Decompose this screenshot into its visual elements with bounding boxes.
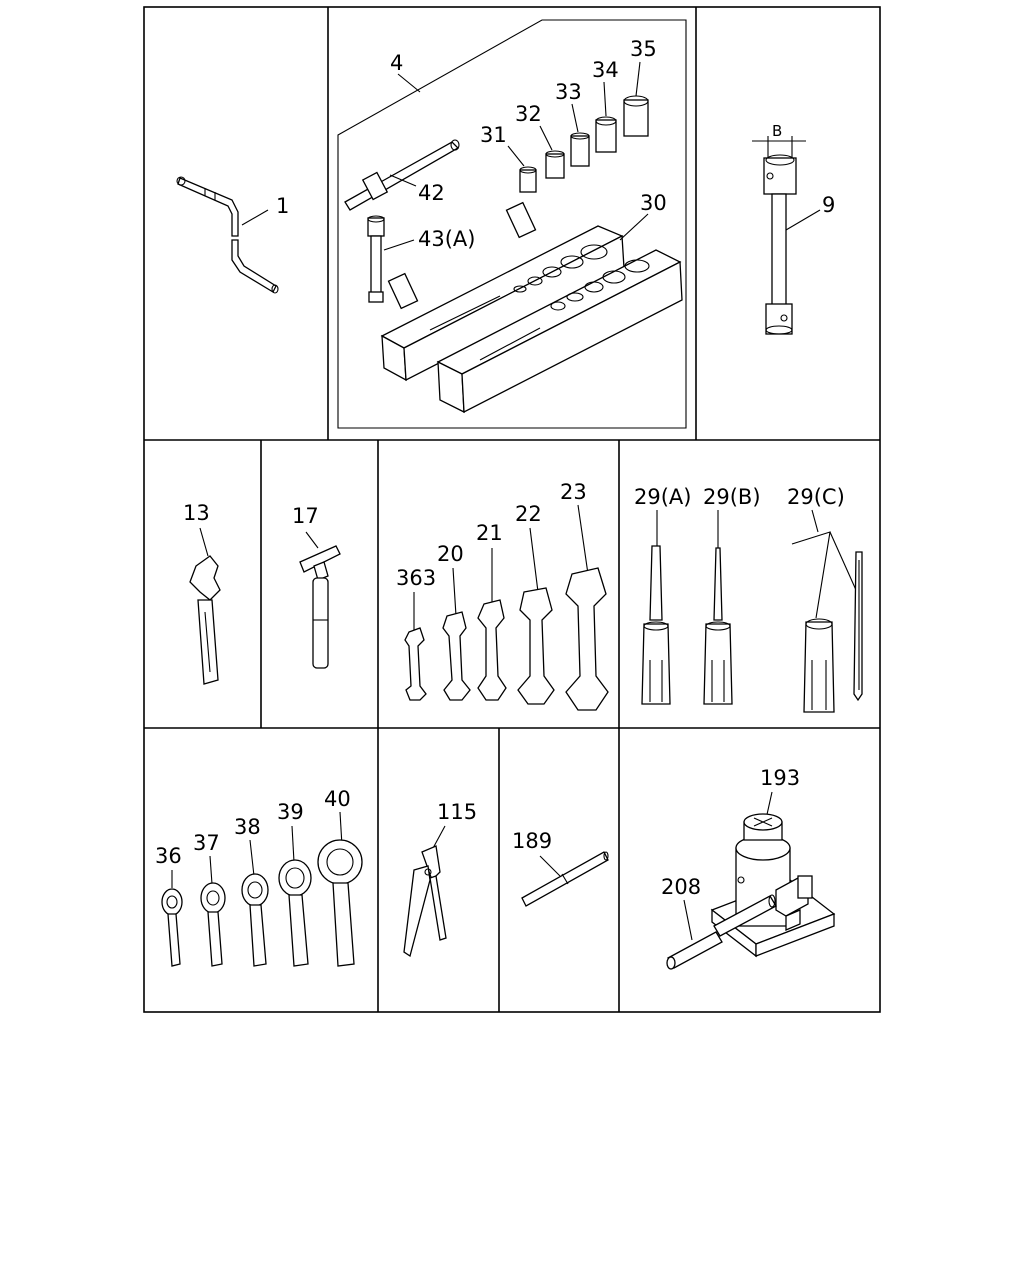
label-b: B — [772, 122, 782, 140]
label-42: 42 — [418, 181, 445, 205]
label-34: 34 — [592, 58, 619, 82]
label-31: 31 — [480, 123, 507, 147]
crank-handle-part: 1 — [176, 176, 289, 294]
label-35: 35 — [630, 37, 657, 61]
adjustable-wrench-part: 13 — [183, 501, 221, 685]
screwdrivers-part: 29(A) 29(B) 29(C) — [634, 485, 863, 713]
label-20: 20 — [437, 542, 464, 566]
label-29b: 29(B) — [703, 485, 761, 509]
grid-frame — [143, 6, 881, 1013]
bottle-jack-part: 193 208 — [661, 766, 836, 970]
label-36: 36 — [155, 844, 182, 868]
label-37: 37 — [193, 831, 220, 855]
label-9: 9 — [822, 193, 835, 217]
pliers-part: 115 — [403, 800, 477, 958]
label-363: 363 — [396, 566, 436, 590]
label-29c: 29(C) — [787, 485, 845, 509]
label-43a: 43(A) — [418, 227, 475, 251]
label-208: 208 — [661, 875, 701, 899]
ring-wrenches-part: 36 37 38 39 40 — [155, 787, 363, 967]
socket-kit-part: 4 42 43(A) 31 32 33 34 35 — [337, 19, 687, 429]
label-38: 38 — [234, 815, 261, 839]
hammer-part: 17 — [292, 504, 341, 669]
label-17: 17 — [292, 504, 319, 528]
wheel-wrench-part: B 9 — [752, 122, 835, 335]
spanners-part: 363 20 21 22 23 — [396, 480, 609, 711]
label-1: 1 — [276, 194, 289, 218]
label-32: 32 — [515, 102, 542, 126]
label-29a: 29(A) — [634, 485, 691, 509]
label-21: 21 — [476, 521, 503, 545]
label-40: 40 — [324, 787, 351, 811]
label-33: 33 — [555, 80, 582, 104]
label-189: 189 — [512, 829, 552, 853]
label-30: 30 — [640, 191, 667, 215]
label-39: 39 — [277, 800, 304, 824]
pin-part: 189 — [512, 829, 609, 907]
label-4: 4 — [390, 51, 403, 75]
label-193: 193 — [760, 766, 800, 790]
label-23: 23 — [560, 480, 587, 504]
label-13: 13 — [183, 501, 210, 525]
label-115: 115 — [437, 800, 477, 824]
label-22: 22 — [515, 502, 542, 526]
